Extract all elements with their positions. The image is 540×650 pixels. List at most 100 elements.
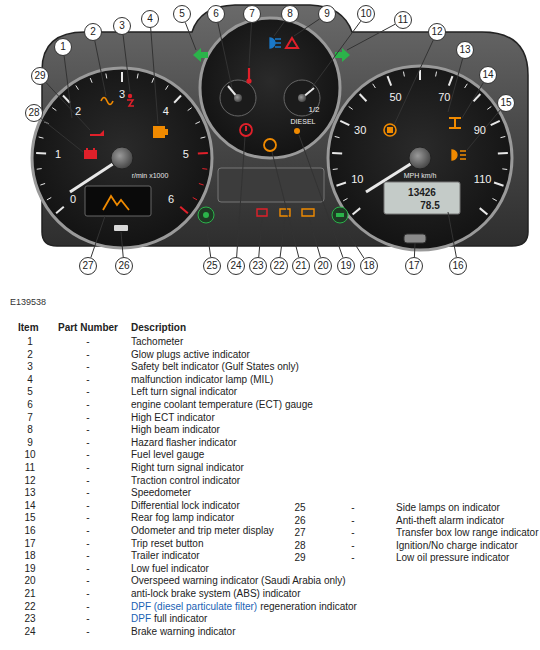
illustration-part <box>360 94 367 101</box>
table-item: 11 <box>25 462 35 473</box>
table-part-number: - <box>86 487 89 498</box>
table-item: 12 <box>24 475 35 486</box>
table-description: Safety belt indicator (Gulf States only) <box>131 361 299 372</box>
illustration-part <box>245 126 247 131</box>
illustration-part <box>203 212 209 218</box>
illustration-part <box>193 197 197 199</box>
illustration-part <box>111 147 133 169</box>
table-item: 29 <box>294 552 305 563</box>
dial-legend: MPH km/h <box>404 172 437 180</box>
illustration-part <box>220 80 256 116</box>
table-item: 22 <box>24 601 35 612</box>
callout-number: 2 <box>84 23 102 41</box>
table-part-number: - <box>86 575 89 586</box>
leader-line <box>342 224 364 258</box>
illustration-part <box>409 147 431 169</box>
callout-number: 6 <box>207 5 225 23</box>
dial-number: 50 <box>390 91 402 103</box>
table-description: Trailer indicator <box>131 550 200 561</box>
gauge-legend: DIESEL <box>291 118 316 126</box>
leader-line <box>309 218 320 257</box>
dial-number: 0 <box>70 193 76 205</box>
leader-line <box>249 23 251 66</box>
leader-line <box>294 19 320 36</box>
illustration-part <box>234 94 242 102</box>
illustration-part <box>180 207 188 213</box>
callout-number: 15 <box>497 94 515 112</box>
table-description: Tachometer <box>131 336 183 347</box>
callout-number: 25 <box>203 257 221 275</box>
table-item: 7 <box>27 412 33 423</box>
leader-line <box>347 24 395 50</box>
table-item: 24 <box>24 626 35 637</box>
illustration-part <box>492 198 496 200</box>
table-part-number: - <box>86 336 89 347</box>
table-part-number: - <box>86 475 89 486</box>
table-part-number: - <box>86 361 89 372</box>
callout-number: 3 <box>113 17 131 35</box>
leader-line <box>299 135 343 258</box>
callout-number: 18 <box>360 257 378 275</box>
illustration-part <box>202 168 207 170</box>
speedometer-bezel <box>328 66 512 250</box>
table-part-number: - <box>86 437 89 448</box>
callout-number: 24 <box>227 257 245 275</box>
table-item: 28 <box>294 540 305 551</box>
table-part-number: - <box>86 374 89 385</box>
table-description: engine coolant temperature (ECT) gauge <box>131 399 313 410</box>
illustration-part <box>198 152 208 155</box>
illustration-part <box>193 48 208 62</box>
illustration-part <box>286 38 298 48</box>
table-description: Transfer box low range indicator <box>396 527 538 538</box>
table-part-number: - <box>86 588 89 599</box>
table-part-number: - <box>86 424 89 435</box>
needles <box>70 147 431 192</box>
illustration-part <box>127 100 134 106</box>
table-item: 10 <box>24 449 35 460</box>
table-item: 17 <box>24 538 35 549</box>
illustration-part <box>198 207 214 223</box>
table-part-number: - <box>86 399 89 410</box>
illustration-part <box>500 136 505 137</box>
illustration-part <box>387 127 393 133</box>
leader-line <box>274 21 285 36</box>
illustration-part <box>449 118 461 128</box>
figure-id: E139538 <box>10 298 46 308</box>
illustration-part <box>166 85 169 89</box>
illustration-part <box>340 121 349 125</box>
table-item: 4 <box>27 374 33 385</box>
callout-number: 22 <box>270 257 288 275</box>
table-item: 6 <box>27 399 33 410</box>
callout-number: 10 <box>357 5 375 23</box>
table-part-number: - <box>86 601 89 612</box>
table-description: Rear fog lamp indicator <box>131 512 234 523</box>
callout-number: 21 <box>292 257 310 275</box>
leader-line <box>259 218 262 257</box>
lcd-readout: 13426 <box>408 187 436 198</box>
callout-number: 9 <box>318 5 336 23</box>
table-item: 16 <box>24 525 35 536</box>
table-part-number: - <box>351 552 354 563</box>
callout-number: 16 <box>449 257 467 275</box>
dial-number: 110 <box>474 173 492 185</box>
table-description: Hazard flasher indicator <box>131 437 237 448</box>
dial-number: 2 <box>75 105 81 117</box>
table-item: 20 <box>24 575 35 586</box>
illustration-part <box>384 124 396 136</box>
table-description: Trip reset button <box>131 538 203 549</box>
illustration-part <box>36 152 46 155</box>
illustration-part <box>465 84 468 88</box>
illustration-part <box>137 74 139 79</box>
warning-lamps <box>84 38 466 243</box>
table-item: 8 <box>27 424 33 435</box>
table-item: 13 <box>24 487 35 498</box>
illustration-part <box>121 72 123 82</box>
illustration-part <box>294 128 300 134</box>
callout-number: 4 <box>141 10 159 28</box>
table-part-number: - <box>86 462 89 473</box>
illustration-part <box>103 196 129 210</box>
leader-line <box>237 137 245 257</box>
table-item: 25 <box>294 502 305 513</box>
table-description: Differential lock indicator <box>131 500 240 511</box>
illustration-part <box>40 183 45 185</box>
